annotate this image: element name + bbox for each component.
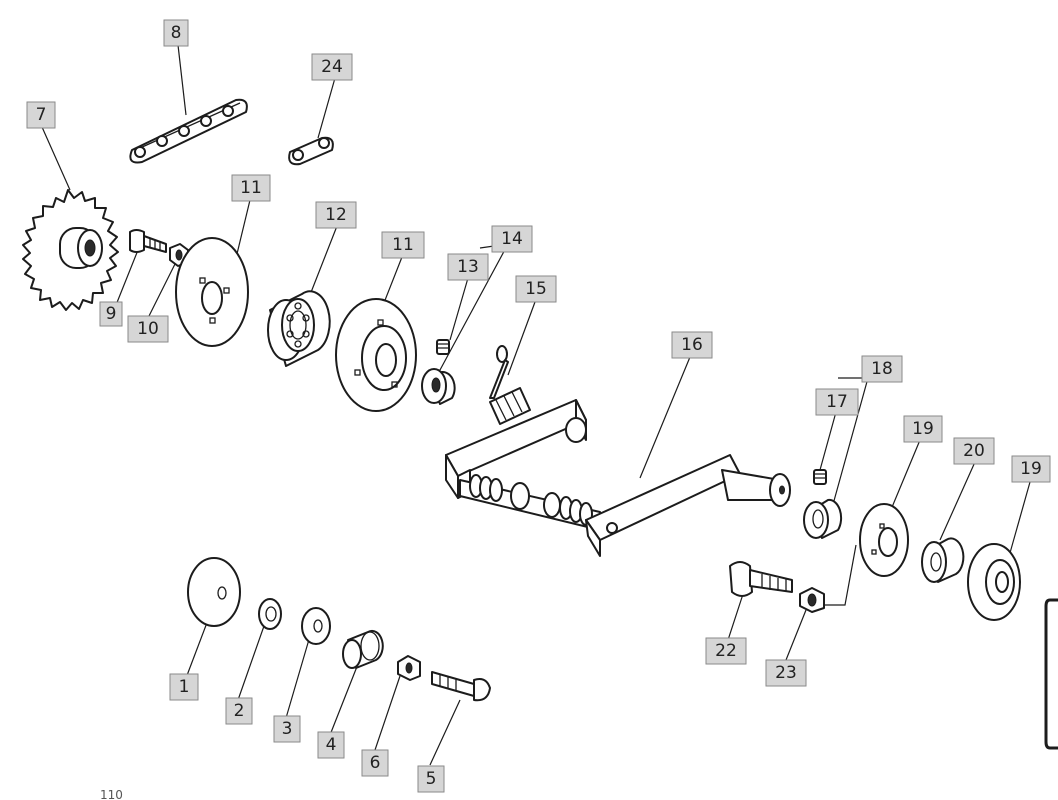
callout-15: 15 [515,275,557,303]
callout-18: 18 [861,355,903,383]
figure-number: 110 [100,788,123,800]
callout-23: 23 [765,659,807,687]
svg-text:15: 15 [525,279,547,299]
svg-text:2: 2 [234,701,245,721]
svg-text:3: 3 [282,719,293,739]
callout-2: 2 [225,697,253,725]
callout-7: 7 [26,101,56,129]
callout-5: 5 [417,765,445,793]
svg-text:14: 14 [501,229,523,249]
svg-text:12: 12 [325,205,347,225]
svg-text:23: 23 [775,663,797,683]
edge-panel [1044,598,1058,750]
svg-text:17: 17 [826,392,848,412]
nut-23 [799,587,825,613]
callout-11-first: 11 [231,174,271,202]
callout-19-right: 19 [1011,455,1051,483]
flange-19-right [967,543,1021,621]
callout-10: 10 [127,315,169,343]
tensioner-arm-16 [445,387,791,557]
roller-chain [129,98,248,164]
callout-19-left: 19 [903,415,943,443]
callout-4: 4 [317,731,345,759]
spacer-bushing-4 [342,629,384,669]
svg-text:19: 19 [912,419,934,439]
callout-6: 6 [361,749,389,777]
set-screw-13 [436,339,450,355]
callout-22: 22 [705,637,747,665]
svg-text:20: 20 [963,441,985,461]
svg-text:11: 11 [392,235,414,255]
svg-text:19: 19 [1020,459,1042,479]
bolt-22 [729,561,793,597]
flange-plate-11 [175,237,249,347]
bolt-5 [431,671,491,702]
nut-6 [397,655,421,681]
callout-8: 8 [163,19,189,47]
cotter-pin-15 [489,345,509,399]
callout-17: 17 [815,388,859,416]
svg-text:9: 9 [106,304,117,324]
svg-text:13: 13 [457,257,479,277]
svg-text:4: 4 [326,735,337,755]
callout-3: 3 [273,715,301,743]
svg-text:5: 5 [426,769,437,789]
svg-text:7: 7 [36,105,47,125]
callout-14: 14 [491,225,533,253]
svg-text:10: 10 [137,319,159,339]
flange-housing-11 [335,298,417,412]
locking-collar-18 [803,498,843,539]
svg-text:6: 6 [370,753,381,773]
locking-collar-14 [421,368,456,405]
svg-text:24: 24 [321,57,343,77]
svg-text:1: 1 [179,677,190,697]
chain-connecting-link [288,136,334,166]
washer-2 [258,598,282,630]
washer-3 [301,607,331,645]
svg-text:8: 8 [171,23,182,43]
callout-11-second: 11 [381,231,425,259]
bolt-9 [129,229,167,253]
callout-20: 20 [953,437,995,465]
callout-9: 9 [99,301,123,327]
callout-16: 16 [671,331,713,359]
callout-12: 12 [315,201,357,229]
svg-text:11: 11 [240,178,262,198]
washer-1 [187,557,241,627]
flange-19-left [859,503,909,577]
svg-text:16: 16 [681,335,703,355]
callout-24: 24 [311,53,353,81]
leader-lines [41,44,1031,766]
callout-1: 1 [169,673,199,701]
svg-text:22: 22 [715,641,737,661]
sprocket [22,189,119,311]
bearing-12 [267,290,331,367]
bearing-20 [921,537,965,583]
svg-text:18: 18 [871,359,893,379]
set-screw-17 [813,469,827,485]
callout-13: 13 [447,253,489,281]
